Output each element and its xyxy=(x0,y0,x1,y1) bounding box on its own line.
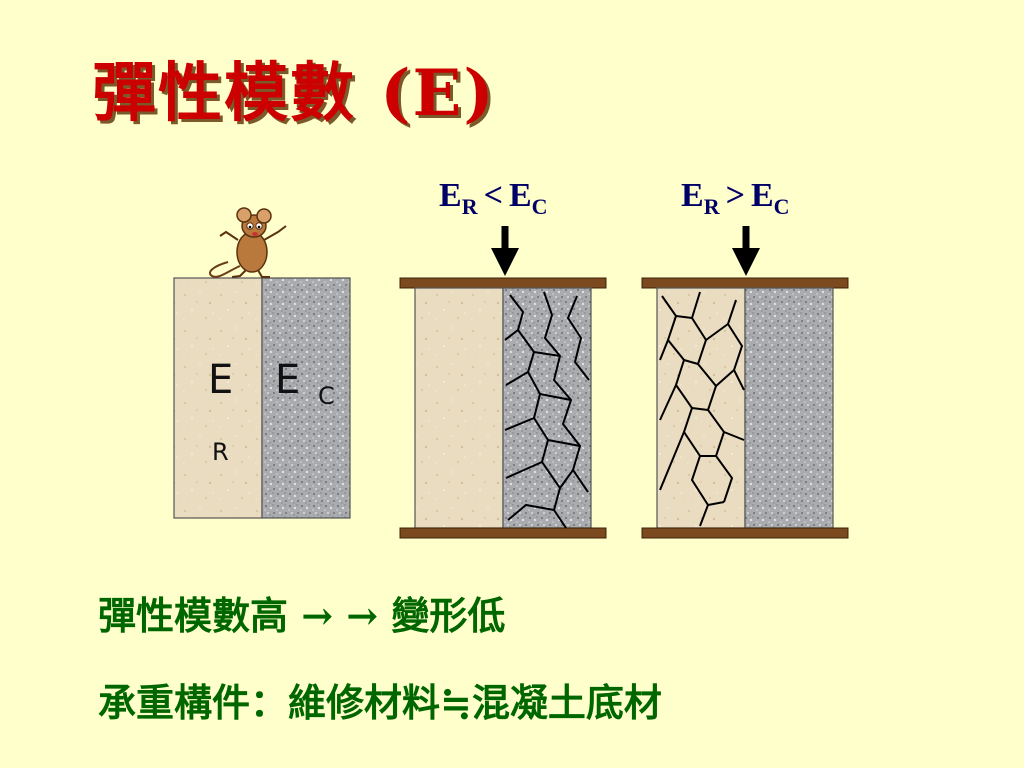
concrete-substrate-layer xyxy=(502,287,592,529)
label-er-gt-ec: ER>EC xyxy=(681,177,790,219)
repair-material-layer xyxy=(173,277,263,519)
block-er-less-than-ec: ER<EC xyxy=(399,177,607,539)
conclusion-line-2: 承重構件：維修材料≒混凝土底材 xyxy=(98,680,662,725)
label-er-lt-ec: ER<EC xyxy=(439,177,548,219)
label-e-r-sub: R xyxy=(212,438,229,466)
label-e-c-sub: C xyxy=(318,382,335,410)
concrete-substrate-layer xyxy=(744,287,834,529)
label-s2: C xyxy=(532,194,548,219)
composite-block: E R E C xyxy=(173,277,351,519)
label-e1: E xyxy=(681,177,704,214)
label-op: > xyxy=(726,177,745,214)
label-e-c-main: E xyxy=(275,357,300,403)
label-s1: R xyxy=(704,194,721,219)
label-e2: E xyxy=(509,177,532,214)
slide-title: 彈性模數 (E) xyxy=(92,56,496,131)
label-e-r-main: E xyxy=(208,357,233,403)
repair-material-layer xyxy=(414,287,504,529)
block-er-greater-than-ec: ER>EC xyxy=(641,177,849,539)
label-e2: E xyxy=(751,177,774,214)
label-s2: C xyxy=(774,194,790,219)
crack-lines xyxy=(504,291,590,529)
conclusion-line-1: 彈性模數高 → → 變形低 xyxy=(98,593,506,638)
label-s1: R xyxy=(462,194,479,219)
top-plate xyxy=(641,277,849,289)
label-e1: E xyxy=(439,177,462,214)
bottom-plate xyxy=(641,527,849,539)
bottom-plate xyxy=(399,527,607,539)
crack-lines xyxy=(659,291,745,527)
label-op: < xyxy=(484,177,503,214)
mouse-icon xyxy=(209,207,287,278)
concrete-substrate-layer xyxy=(261,277,351,519)
top-plate xyxy=(399,277,607,289)
repair-material-layer xyxy=(656,287,746,529)
